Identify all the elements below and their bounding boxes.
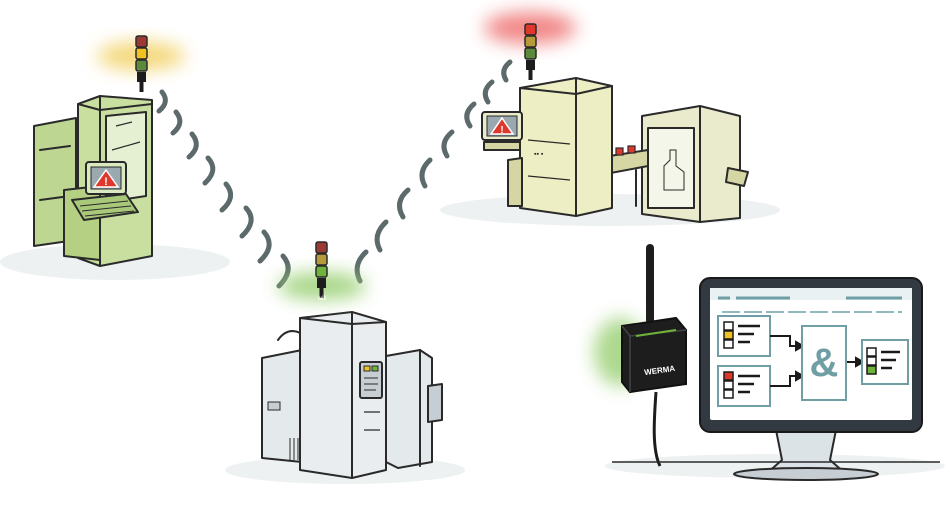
screen-lamp-yellow	[723, 380, 734, 390]
signal-lamp-red	[315, 241, 328, 254]
wireless-wave-icon	[482, 79, 495, 105]
signal-tower-base	[137, 72, 146, 82]
signal-lamp-green	[135, 59, 148, 72]
screen-lamp-yellow	[723, 330, 734, 340]
machine-side-tray	[725, 167, 749, 187]
signal-tower-base	[526, 60, 535, 70]
screen-logic-block: &	[801, 325, 847, 401]
gateway-body	[621, 316, 687, 394]
screen-lamp-green	[866, 365, 877, 375]
machine-door-window	[647, 127, 695, 209]
signal-lamp-red	[135, 35, 148, 48]
machine-side-cabinet-hatch	[427, 383, 443, 423]
machine-side-cabinet	[385, 349, 433, 469]
gateway-cable	[652, 391, 662, 467]
svg-text:!: !	[500, 125, 503, 136]
svg-text:▪▪ ▪: ▪▪ ▪	[534, 151, 544, 158]
wireless-wave-icon	[374, 219, 389, 253]
monitor: &	[699, 277, 923, 481]
screen-lamp-green	[723, 389, 734, 399]
wifi-badge: wifi	[317, 296, 327, 302]
screen-lamp-green	[723, 339, 734, 349]
screen-lamp-red	[723, 371, 734, 381]
wireless-wave-icon	[186, 131, 199, 160]
machine-base	[507, 157, 523, 207]
screen-lamp-red	[723, 321, 734, 331]
screen-input-panel-2	[717, 365, 771, 407]
wireless-gateway: WERMA	[594, 244, 687, 467]
green-machine: !	[33, 35, 185, 267]
signal-tower	[135, 35, 148, 92]
signal-tower	[524, 23, 537, 80]
signal-tower-base	[317, 278, 326, 288]
machine-control-panel	[359, 361, 383, 399]
machine-keyboard	[71, 193, 139, 221]
signal-lamp-yellow	[315, 253, 328, 266]
signal-lamp-red	[524, 23, 537, 36]
grey-machine: wifi	[261, 241, 443, 479]
screen-output-panel	[861, 339, 909, 385]
wireless-wave-icon	[419, 157, 433, 189]
wireless-wave-icon	[202, 155, 216, 186]
wireless-wave-icon	[219, 181, 234, 213]
machine-main-body	[519, 77, 613, 217]
ampersand-icon: &	[810, 341, 839, 385]
wireless-link-green-machine	[156, 89, 291, 289]
signal-tower-pole	[528, 70, 533, 80]
gateway-brand-label: WERMA	[644, 364, 676, 377]
signal-tower-pole	[139, 82, 144, 92]
screen-input-panel-1	[717, 315, 771, 357]
wireless-wave-icon	[239, 205, 254, 239]
svg-text:!: !	[104, 176, 108, 188]
screen-lamp-red	[866, 347, 877, 357]
gateway-antenna	[646, 244, 654, 324]
warning-triangle-icon: !	[92, 168, 120, 188]
cream-machine: ▪▪ ▪ !	[481, 12, 749, 223]
signal-lamp-yellow	[524, 35, 537, 48]
signal-tower	[315, 241, 328, 298]
wireless-wave-icon	[170, 109, 183, 136]
wireless-wave-icon	[156, 89, 168, 114]
signal-tower-pole	[319, 288, 324, 298]
signal-lamp-green	[315, 265, 328, 278]
screen-lamp-yellow	[866, 356, 877, 366]
wireless-wave-icon	[257, 229, 272, 264]
wireless-wave-icon	[501, 59, 513, 83]
wireless-wave-icon	[354, 249, 369, 284]
warning-triangle-icon: !	[489, 116, 515, 136]
wireless-wave-icon	[441, 129, 455, 159]
wireless-wave-icon	[396, 187, 411, 220]
wireless-wave-icon	[464, 101, 477, 129]
screen-arrows	[770, 335, 866, 387]
signal-lamp-yellow	[135, 47, 148, 60]
signal-lamp-green	[524, 47, 537, 60]
wireless-link-cream-machine	[354, 59, 513, 284]
